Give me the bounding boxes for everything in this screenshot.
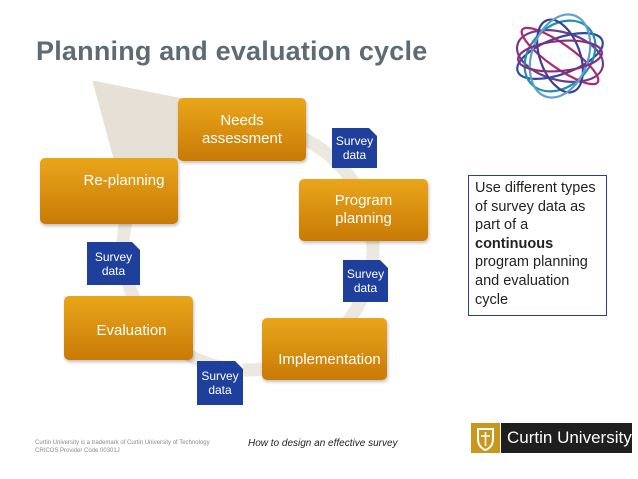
- slide-title: Planning and evaluation cycle: [36, 36, 428, 66]
- program-planning-box: Program planning: [299, 179, 428, 241]
- survey-tag-needs: Survey data: [332, 128, 377, 168]
- re-planning-box: Re-planning: [40, 158, 178, 224]
- curtin-crest-icon: [471, 423, 500, 453]
- needs-assessment-label: Needs assessment: [201, 111, 283, 147]
- footer-presentation-title: How to design an effective survey: [248, 438, 398, 449]
- survey-tag-implementation: Survey data: [197, 361, 243, 405]
- footer-cricos-line: CRICOS Provider Code 00301J: [35, 448, 120, 454]
- evaluation-box: Evaluation: [64, 296, 193, 360]
- needs-assessment-box: Needs assessment: [178, 98, 306, 161]
- footer-trademark: Curtin University is a trademark of Curt…: [35, 439, 210, 455]
- survey-tag-label: Survey data: [94, 249, 133, 278]
- survey-tag-evaluation: Survey data: [87, 242, 140, 285]
- curtin-brand-name: Curtin University: [501, 423, 632, 453]
- side-note-box: Use different types of survey data as pa…: [468, 175, 607, 316]
- re-planning-label: Re-planning: [83, 172, 165, 189]
- side-note-text-end: program planning and evaluation cycle: [475, 254, 588, 308]
- implementation-label: Implementation: [278, 351, 381, 368]
- program-planning-label: Program planning: [334, 192, 393, 227]
- side-note-text-start: Use different types of survey data as pa…: [475, 180, 596, 234]
- survey-tag-label: Survey data: [335, 134, 374, 162]
- survey-tag-label: Survey data: [201, 369, 239, 397]
- evaluation-label: Evaluation: [96, 322, 167, 339]
- implementation-box: Implementation: [262, 318, 387, 380]
- curtin-logo: Curtin University: [471, 423, 632, 453]
- globe-logo-icon: [515, 13, 605, 99]
- survey-tag-label: Survey data: [346, 267, 385, 295]
- footer-trademark-line1: Curtin University is a trademark of Curt…: [35, 440, 210, 446]
- survey-tag-program: Survey data: [343, 260, 388, 302]
- side-note-bold: continuous: [475, 235, 554, 252]
